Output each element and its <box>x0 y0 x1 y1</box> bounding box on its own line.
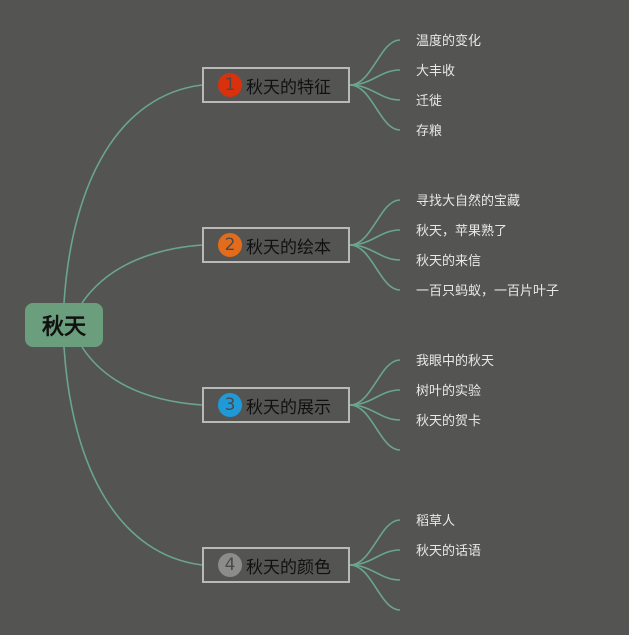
leaf-node[interactable]: 树叶的实验 <box>416 384 482 399</box>
number-badge-2: 2 <box>218 233 242 257</box>
branch-node-3[interactable]: 3 秋天的展示 <box>202 387 350 423</box>
number-badge-1: 1 <box>218 73 242 97</box>
leaf-node[interactable]: 存粮 <box>416 124 443 139</box>
leaf-link-4-4 <box>349 564 401 611</box>
branch-label-4: 秋天的颜色 <box>246 557 331 578</box>
leaf-link-4-1 <box>349 519 401 566</box>
branch-node-2[interactable]: 2 秋天的绘本 <box>202 227 350 263</box>
leaf-node[interactable]: 一百只蚂蚁，一百片叶子 <box>416 284 560 299</box>
leaf-node[interactable]: 迁徙 <box>416 94 443 109</box>
root-node[interactable]: 秋天 <box>25 303 103 347</box>
branch-node-4[interactable]: 4 秋天的颜色 <box>202 547 350 583</box>
root-link-3 <box>81 346 203 406</box>
number-badge-4: 4 <box>218 553 242 577</box>
leaf-link-2-1 <box>349 199 401 246</box>
leaf-node[interactable]: 我眼中的秋天 <box>416 354 495 369</box>
leaf-link-1-4 <box>349 84 401 131</box>
branch-label-3: 秋天的展示 <box>246 397 331 418</box>
leaf-node[interactable]: 大丰收 <box>416 64 456 79</box>
leaf-node[interactable]: 稻草人 <box>416 514 456 529</box>
branch-label-1: 秋天的特征 <box>246 77 331 98</box>
root-link-1 <box>63 84 203 304</box>
number-badge-3: 3 <box>218 393 242 417</box>
leaf-node[interactable]: 寻找大自然的宝藏 <box>416 194 521 209</box>
branch-label-2: 秋天的绘本 <box>246 237 331 258</box>
leaf-link-1-1 <box>349 39 401 86</box>
leaf-link-3-4 <box>349 404 401 451</box>
leaf-node[interactable]: 秋天，苹果熟了 <box>416 224 508 239</box>
root-link-2 <box>81 244 203 304</box>
branch-node-1[interactable]: 1 秋天的特征 <box>202 67 350 103</box>
leaf-node[interactable]: 温度的变化 <box>416 34 482 49</box>
root-label: 秋天 <box>41 315 86 340</box>
leaf-node[interactable]: 秋天的来信 <box>416 254 482 269</box>
leaf-node[interactable]: 秋天的贺卡 <box>416 414 482 429</box>
leaf-link-2-4 <box>349 244 401 291</box>
leaf-link-3-1 <box>349 359 401 406</box>
leaf-node[interactable]: 秋天的话语 <box>416 544 482 559</box>
root-link-4 <box>63 346 203 566</box>
